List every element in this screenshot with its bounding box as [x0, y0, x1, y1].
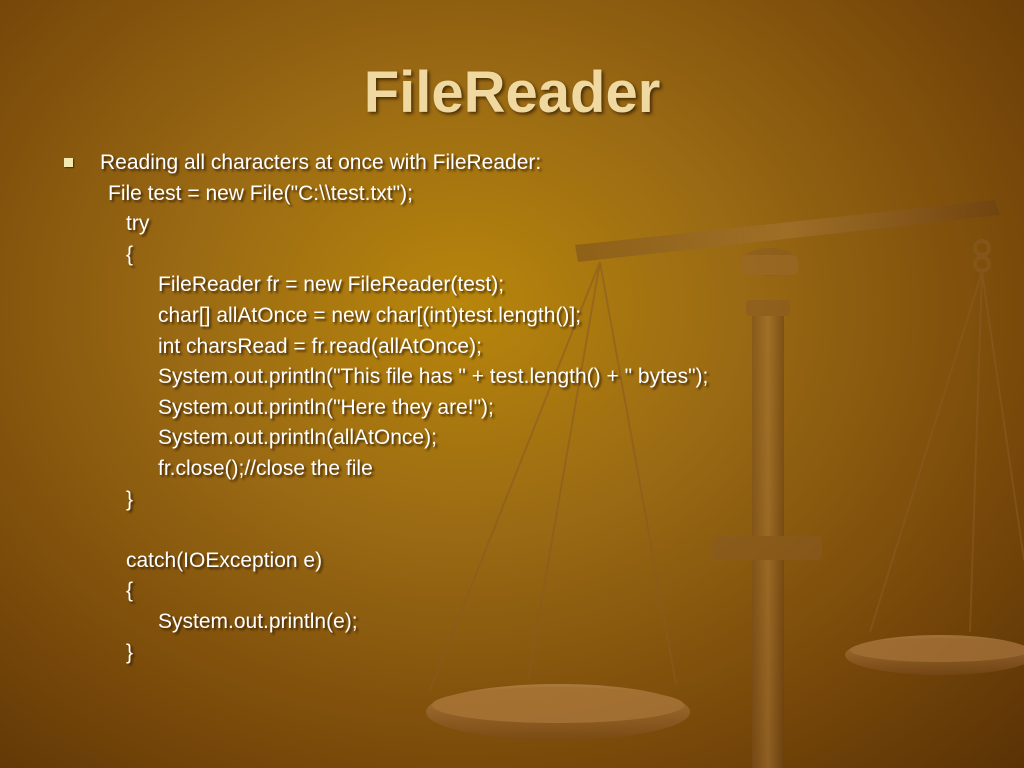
code-line-text: System.out.println("Here they are!"); — [158, 395, 494, 419]
code-line: { — [0, 240, 1024, 271]
bullet-square-icon — [64, 158, 73, 167]
code-line-text: System.out.println(allAtOnce); — [158, 426, 437, 450]
code-line: System.out.println(e); — [0, 607, 1024, 638]
code-line-text: catch(IOException e) — [126, 548, 323, 572]
code-line: try — [0, 209, 1024, 240]
scale-beam — [575, 200, 1000, 262]
code-listing: Reading all characters at once with File… — [0, 148, 1024, 668]
code-line: File test = new File("C:\\test.txt"); — [0, 179, 1024, 210]
code-line-text: int charsRead = fr.read(allAtOnce); — [158, 334, 482, 358]
code-line-text: Reading all characters at once with File… — [100, 151, 542, 174]
code-line-text: char[] allAtOnce = new char[(int)test.le… — [158, 303, 582, 327]
code-line-text: fr.close();//close the file — [158, 456, 373, 480]
code-line: catch(IOException e) — [0, 546, 1024, 577]
code-line: { — [0, 576, 1024, 607]
code-line-text: FileReader fr = new FileReader(test); — [158, 273, 505, 297]
code-line: int charsRead = fr.read(allAtOnce); — [0, 332, 1024, 363]
code-line-text: { — [126, 579, 134, 603]
code-line-blank — [0, 515, 1024, 546]
code-line-text: File test = new File("C:\\test.txt"); — [108, 181, 413, 205]
code-line: } — [0, 638, 1024, 669]
code-line: System.out.println(allAtOnce); — [0, 423, 1024, 454]
code-line: char[] allAtOnce = new char[(int)test.le… — [0, 301, 1024, 332]
code-line: } — [0, 485, 1024, 516]
scales-group — [426, 200, 1024, 768]
code-line: System.out.println("Here they are!"); — [0, 393, 1024, 424]
code-line-text: try — [126, 212, 150, 236]
code-line: System.out.println("This file has " + te… — [0, 362, 1024, 393]
code-line: FileReader fr = new FileReader(test); — [0, 270, 1024, 301]
code-line-text: System.out.println("This file has " + te… — [158, 365, 709, 389]
code-line: Reading all characters at once with File… — [0, 148, 1024, 179]
slide-title: FileReader — [363, 60, 661, 125]
code-line-text: } — [126, 487, 134, 511]
code-line-text: { — [126, 242, 134, 266]
code-line: fr.close();//close the file — [0, 454, 1024, 485]
code-line-text: } — [126, 640, 134, 664]
code-line-text: System.out.println(e); — [158, 609, 358, 633]
